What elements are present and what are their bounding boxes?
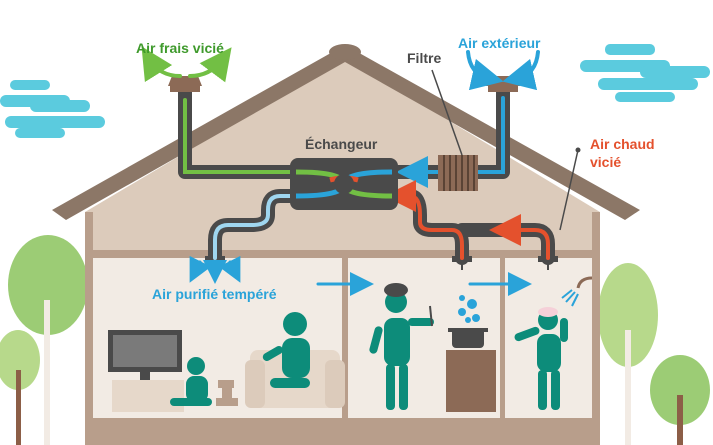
tv-icon bbox=[108, 330, 182, 380]
label-exchanger: Échangeur bbox=[305, 136, 378, 152]
shower-icon bbox=[561, 276, 593, 307]
label-warm-stale-air-line2: vicié bbox=[590, 154, 622, 170]
airflow-warm-stale bbox=[384, 180, 550, 260]
cloud-left bbox=[0, 80, 105, 138]
pot-icon bbox=[448, 328, 488, 348]
label-outside-air: Air extérieur bbox=[458, 35, 541, 51]
room-flow-arrows bbox=[189, 255, 532, 296]
label-stale-fresh-air: Air frais vicié bbox=[136, 40, 224, 56]
airflow-purified bbox=[213, 194, 302, 260]
foam bbox=[538, 307, 558, 317]
heat-exchanger-icon bbox=[290, 158, 398, 210]
airflow-outside-in bbox=[396, 96, 505, 188]
cloud-right bbox=[580, 44, 710, 102]
label-filter: Filtre bbox=[407, 50, 442, 66]
adult-sitting bbox=[262, 312, 310, 388]
warm-air-pointer bbox=[559, 149, 579, 231]
ladle bbox=[429, 305, 433, 327]
toy-blocks bbox=[216, 380, 238, 406]
airflow-stale-out bbox=[183, 98, 302, 174]
trees-right bbox=[598, 263, 710, 445]
filter-pointer bbox=[431, 69, 463, 156]
intake-arrows bbox=[466, 50, 540, 91]
chef bbox=[369, 283, 434, 410]
label-purified-air: Air purifié tempéré bbox=[152, 286, 277, 302]
vent-drops bbox=[461, 262, 549, 270]
trees-left bbox=[0, 235, 88, 445]
exhaust-arrows bbox=[141, 46, 232, 83]
label-warm-stale-air-line1: Air chaud bbox=[590, 136, 655, 152]
steam-bubbles bbox=[458, 295, 480, 323]
child-playing bbox=[170, 357, 212, 406]
stove bbox=[446, 350, 496, 412]
tv-cabinet bbox=[112, 380, 184, 412]
shower-person bbox=[514, 310, 568, 410]
filter-icon bbox=[438, 155, 478, 191]
warm-air-pointer-dot bbox=[575, 147, 581, 153]
